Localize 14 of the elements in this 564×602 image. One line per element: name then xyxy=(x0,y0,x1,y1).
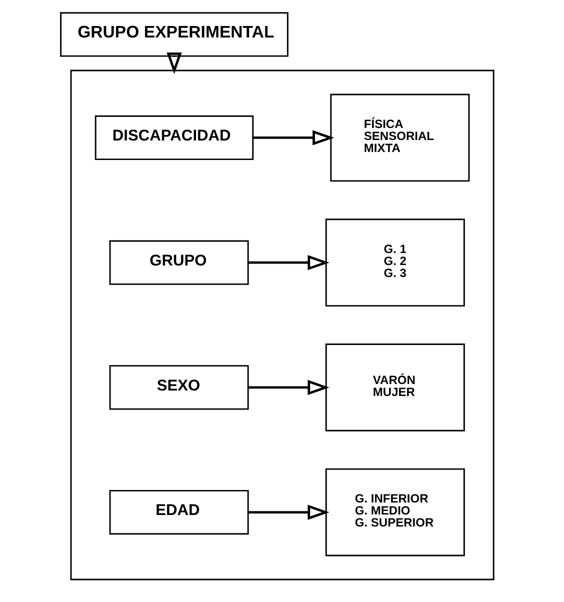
node-box: G. 1 G. 2 G. 3 xyxy=(325,218,465,307)
arrow xyxy=(248,504,330,520)
node-box: G. INFERIOR G. MEDIO G. SUPERIOR xyxy=(325,468,465,556)
node-box: FÍSICA SENSORIAL MIXTA xyxy=(330,94,470,182)
cluster xyxy=(70,70,494,580)
node-box: EDAD xyxy=(109,490,249,535)
node-box: SEXO xyxy=(109,365,249,410)
node-box: DISCAPACIDAD xyxy=(94,115,254,160)
node-box: GRUPO xyxy=(109,240,249,285)
node-box: VARÓN MUJER xyxy=(325,344,465,432)
arrow xyxy=(253,130,334,146)
arrow xyxy=(166,52,182,74)
arrow xyxy=(248,380,330,396)
arrow xyxy=(248,255,330,270)
